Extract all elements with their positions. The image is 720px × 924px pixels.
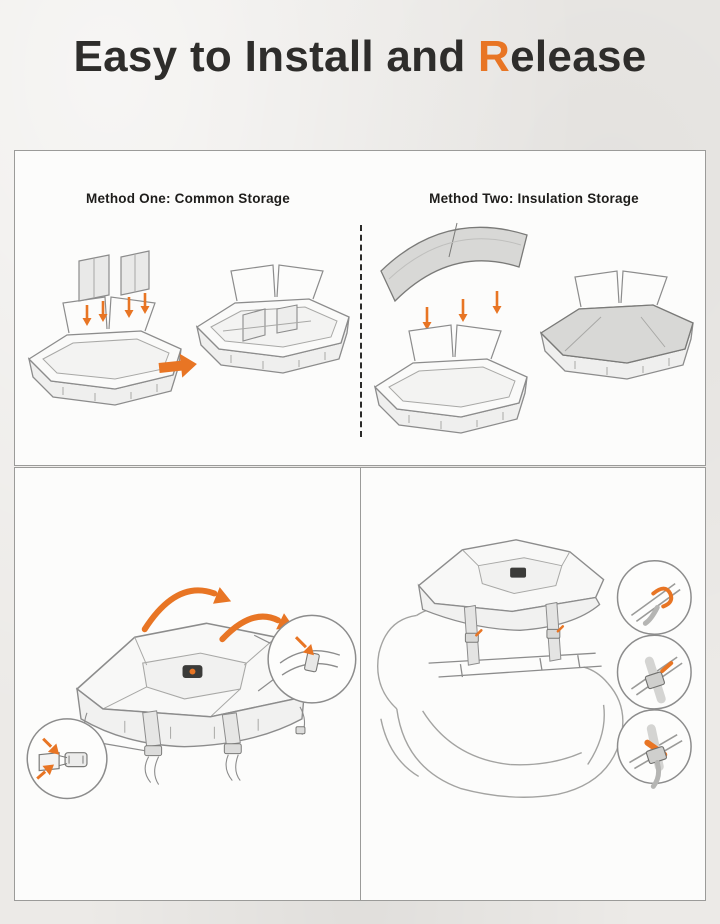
mounting-panel xyxy=(360,467,706,901)
dashed-divider xyxy=(360,225,362,437)
cargo-bag xyxy=(75,622,315,785)
page-title: Easy to Install and Release xyxy=(0,32,720,82)
open-arrow-icon xyxy=(141,587,232,633)
strap-buckle xyxy=(221,712,242,781)
strap-hook-callout xyxy=(616,559,692,636)
atv-outline xyxy=(377,606,624,798)
method-one-label: Method One: Common Storage xyxy=(86,191,290,206)
strap-tension-callout xyxy=(616,709,692,789)
divider-panel xyxy=(78,254,110,302)
title-text-1: Easy to Install and xyxy=(73,32,479,81)
open-box-stage xyxy=(28,296,182,406)
title-text-2: elease xyxy=(510,32,647,81)
divider-panel xyxy=(120,250,150,296)
mounting-illustration xyxy=(377,539,692,798)
box-with-dividers-stage xyxy=(196,264,350,374)
open-box-stage xyxy=(374,324,528,434)
down-arrow-icon xyxy=(82,305,92,326)
down-arrow-icon xyxy=(458,299,468,322)
down-arrow-icon xyxy=(422,307,432,330)
title-highlight: R xyxy=(478,32,511,81)
install-panel xyxy=(14,467,361,901)
brand-patch xyxy=(510,567,527,578)
insulation-lid xyxy=(380,222,528,303)
methods-panel: Method One: Common Storage Method Two: I… xyxy=(14,150,706,466)
lid-corner-callout xyxy=(253,614,357,704)
buckle-callout xyxy=(26,718,145,800)
mounted-cargo-bag xyxy=(417,539,605,666)
method-two-illustration xyxy=(374,222,694,434)
right-arrow-icon xyxy=(158,353,197,378)
down-arrow-icon xyxy=(140,293,150,314)
down-arrow-icon xyxy=(492,291,502,314)
rack-bars xyxy=(428,652,602,678)
strap-buckle xyxy=(463,604,483,666)
strap-buckle xyxy=(142,710,163,785)
install-illustration xyxy=(26,587,357,800)
cam-buckle-callout xyxy=(616,634,692,710)
box-with-lid-stage xyxy=(539,270,694,380)
method-two-label: Method Two: Insulation Storage xyxy=(429,191,639,206)
down-arrow-icon xyxy=(98,301,108,322)
down-arrow-icon xyxy=(124,297,134,318)
method-one-illustration xyxy=(28,250,350,406)
strap-buckle xyxy=(545,601,565,662)
